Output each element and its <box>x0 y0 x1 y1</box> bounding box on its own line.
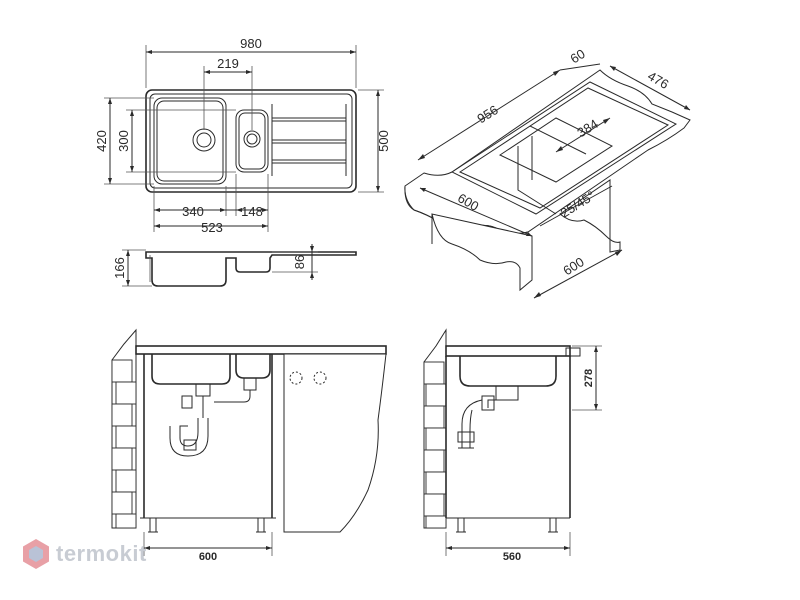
dim-476: 476 <box>645 68 671 92</box>
front-install-view: 600 <box>111 328 387 563</box>
dim-300: 300 <box>116 130 131 152</box>
dim-166: 166 <box>112 257 127 279</box>
dim-600-iso-depth: 600 <box>560 254 586 278</box>
dim-956: 956 <box>474 102 500 126</box>
siphon-front <box>169 377 257 457</box>
hexagon-logo-icon <box>23 539 49 569</box>
dim-560: 560 <box>503 551 521 563</box>
dim-600-front: 600 <box>199 551 217 563</box>
brick-wall-right <box>423 361 447 529</box>
isometric-view: 956 60 476 384 600 25/45° 600 <box>404 46 691 299</box>
dim-219: 219 <box>217 56 239 71</box>
dim-278: 278 <box>583 369 595 387</box>
side-install-view: 278 560 <box>423 328 602 563</box>
dim-420: 420 <box>94 130 109 152</box>
dim-86: 86 <box>292 255 307 269</box>
dim-523: 523 <box>201 220 223 235</box>
top-view: 980 219 420 300 500 <box>94 36 391 235</box>
dim-60: 60 <box>568 46 588 66</box>
dim-980: 980 <box>240 36 262 51</box>
side-section-view: 166 86 <box>112 244 357 287</box>
dim-500: 500 <box>376 130 391 152</box>
dim-148: 148 <box>241 204 263 219</box>
brand-logo: termokit <box>22 538 147 570</box>
brick-wall-left <box>111 359 137 529</box>
brand-name: termokit <box>56 541 147 566</box>
dim-340: 340 <box>182 204 204 219</box>
siphon-side <box>457 385 519 449</box>
